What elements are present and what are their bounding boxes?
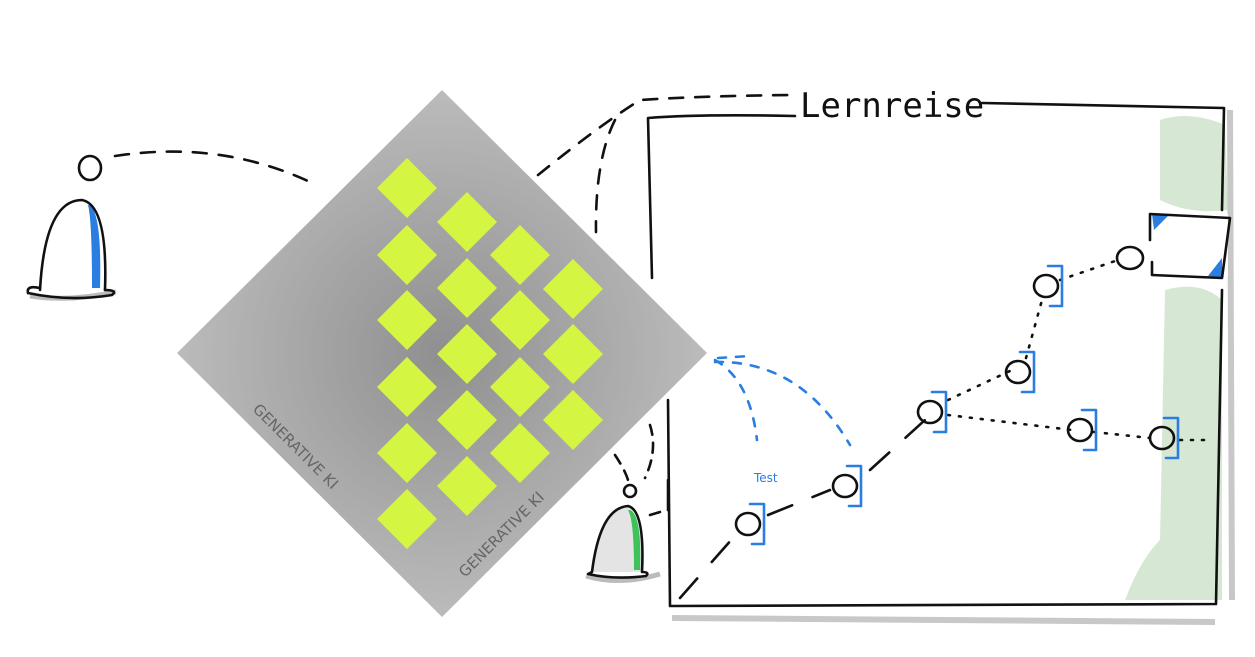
- goal-box: [1148, 212, 1232, 280]
- ki-tile: [377, 290, 437, 350]
- generative-ki-diamond: GENERATIVE KI GENERATIVE KI: [177, 90, 707, 617]
- ki-tile: [543, 324, 603, 384]
- learner-person-icon: [585, 423, 662, 584]
- journey-node: [1148, 416, 1180, 460]
- journey-node: [1115, 245, 1145, 271]
- ki-tiles: [377, 158, 603, 549]
- journey-node: [916, 390, 948, 434]
- ki-tile: [543, 259, 603, 319]
- ki-tile: [490, 290, 550, 350]
- ki-tile: [377, 158, 437, 218]
- journey-node: [1004, 350, 1036, 394]
- journey-frame: [646, 101, 1235, 625]
- ki-tile: [437, 258, 497, 318]
- journey-nodes: [734, 245, 1180, 546]
- journey-node: [1066, 408, 1098, 452]
- ki-tile: [543, 390, 603, 450]
- ki-tile: [377, 357, 437, 417]
- connector-line: [113, 150, 312, 184]
- ki-tile: [437, 456, 497, 516]
- ki-tile: [377, 225, 437, 285]
- connector-line: [594, 118, 617, 234]
- ki-tile: [490, 225, 550, 285]
- ki-tile: [490, 423, 550, 483]
- connector-line: [536, 93, 792, 177]
- journey-node: [1032, 264, 1064, 308]
- journey-node: [831, 464, 863, 508]
- test-label: Test: [753, 471, 778, 485]
- ki-tile: [437, 390, 497, 450]
- ki-tile: [437, 192, 497, 252]
- thought-lines: [713, 354, 852, 447]
- ki-tile: [377, 489, 437, 549]
- journey-node: [734, 502, 766, 546]
- title: Lernreise: [800, 86, 984, 126]
- ki-tile: [490, 357, 550, 417]
- ki-tile: [437, 324, 497, 384]
- observer-person-icon: [26, 154, 117, 301]
- journey-path: [678, 258, 1207, 600]
- ki-tile: [377, 423, 437, 483]
